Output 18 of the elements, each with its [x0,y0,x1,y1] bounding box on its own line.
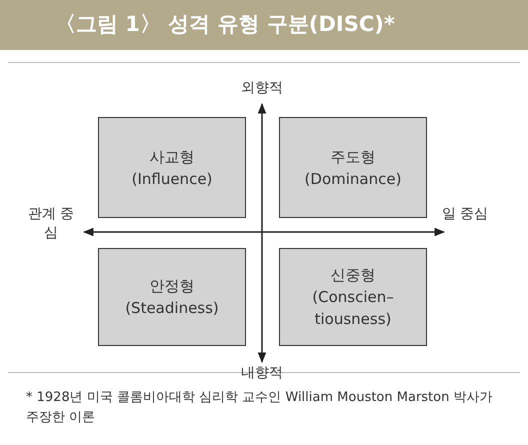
axis-label: 내향적 [240,364,284,383]
type-english-name: (Conscien– tiousness) [311,287,395,330]
footnote: * 1928년 미국 콜롬비아대학 심리학 교수인 William Mouston Marston 박사가 주장한 이론 [26,389,494,427]
title: 〈그림 1〉 성격 유형 구분(DISC)* [55,11,395,38]
type-name: 주도형 [330,146,376,168]
quadrant-box [279,117,427,218]
quadrant-box [98,248,246,346]
type-name: 신중형 [330,265,376,286]
type-english-name: (Dominance) [304,168,402,190]
axis-label: 관계 중심 [26,205,76,243]
axis-label: 외향적 [240,79,284,98]
axis-label: 일 중심 [440,205,490,224]
type-english-name: (Influence) [130,168,214,190]
quadrant-box [279,248,427,346]
quadrant-box [98,117,246,218]
type-english-name: (Steadiness) [124,298,220,319]
type-name: 사교형 [150,146,194,168]
type-name: 안정형 [150,276,194,297]
